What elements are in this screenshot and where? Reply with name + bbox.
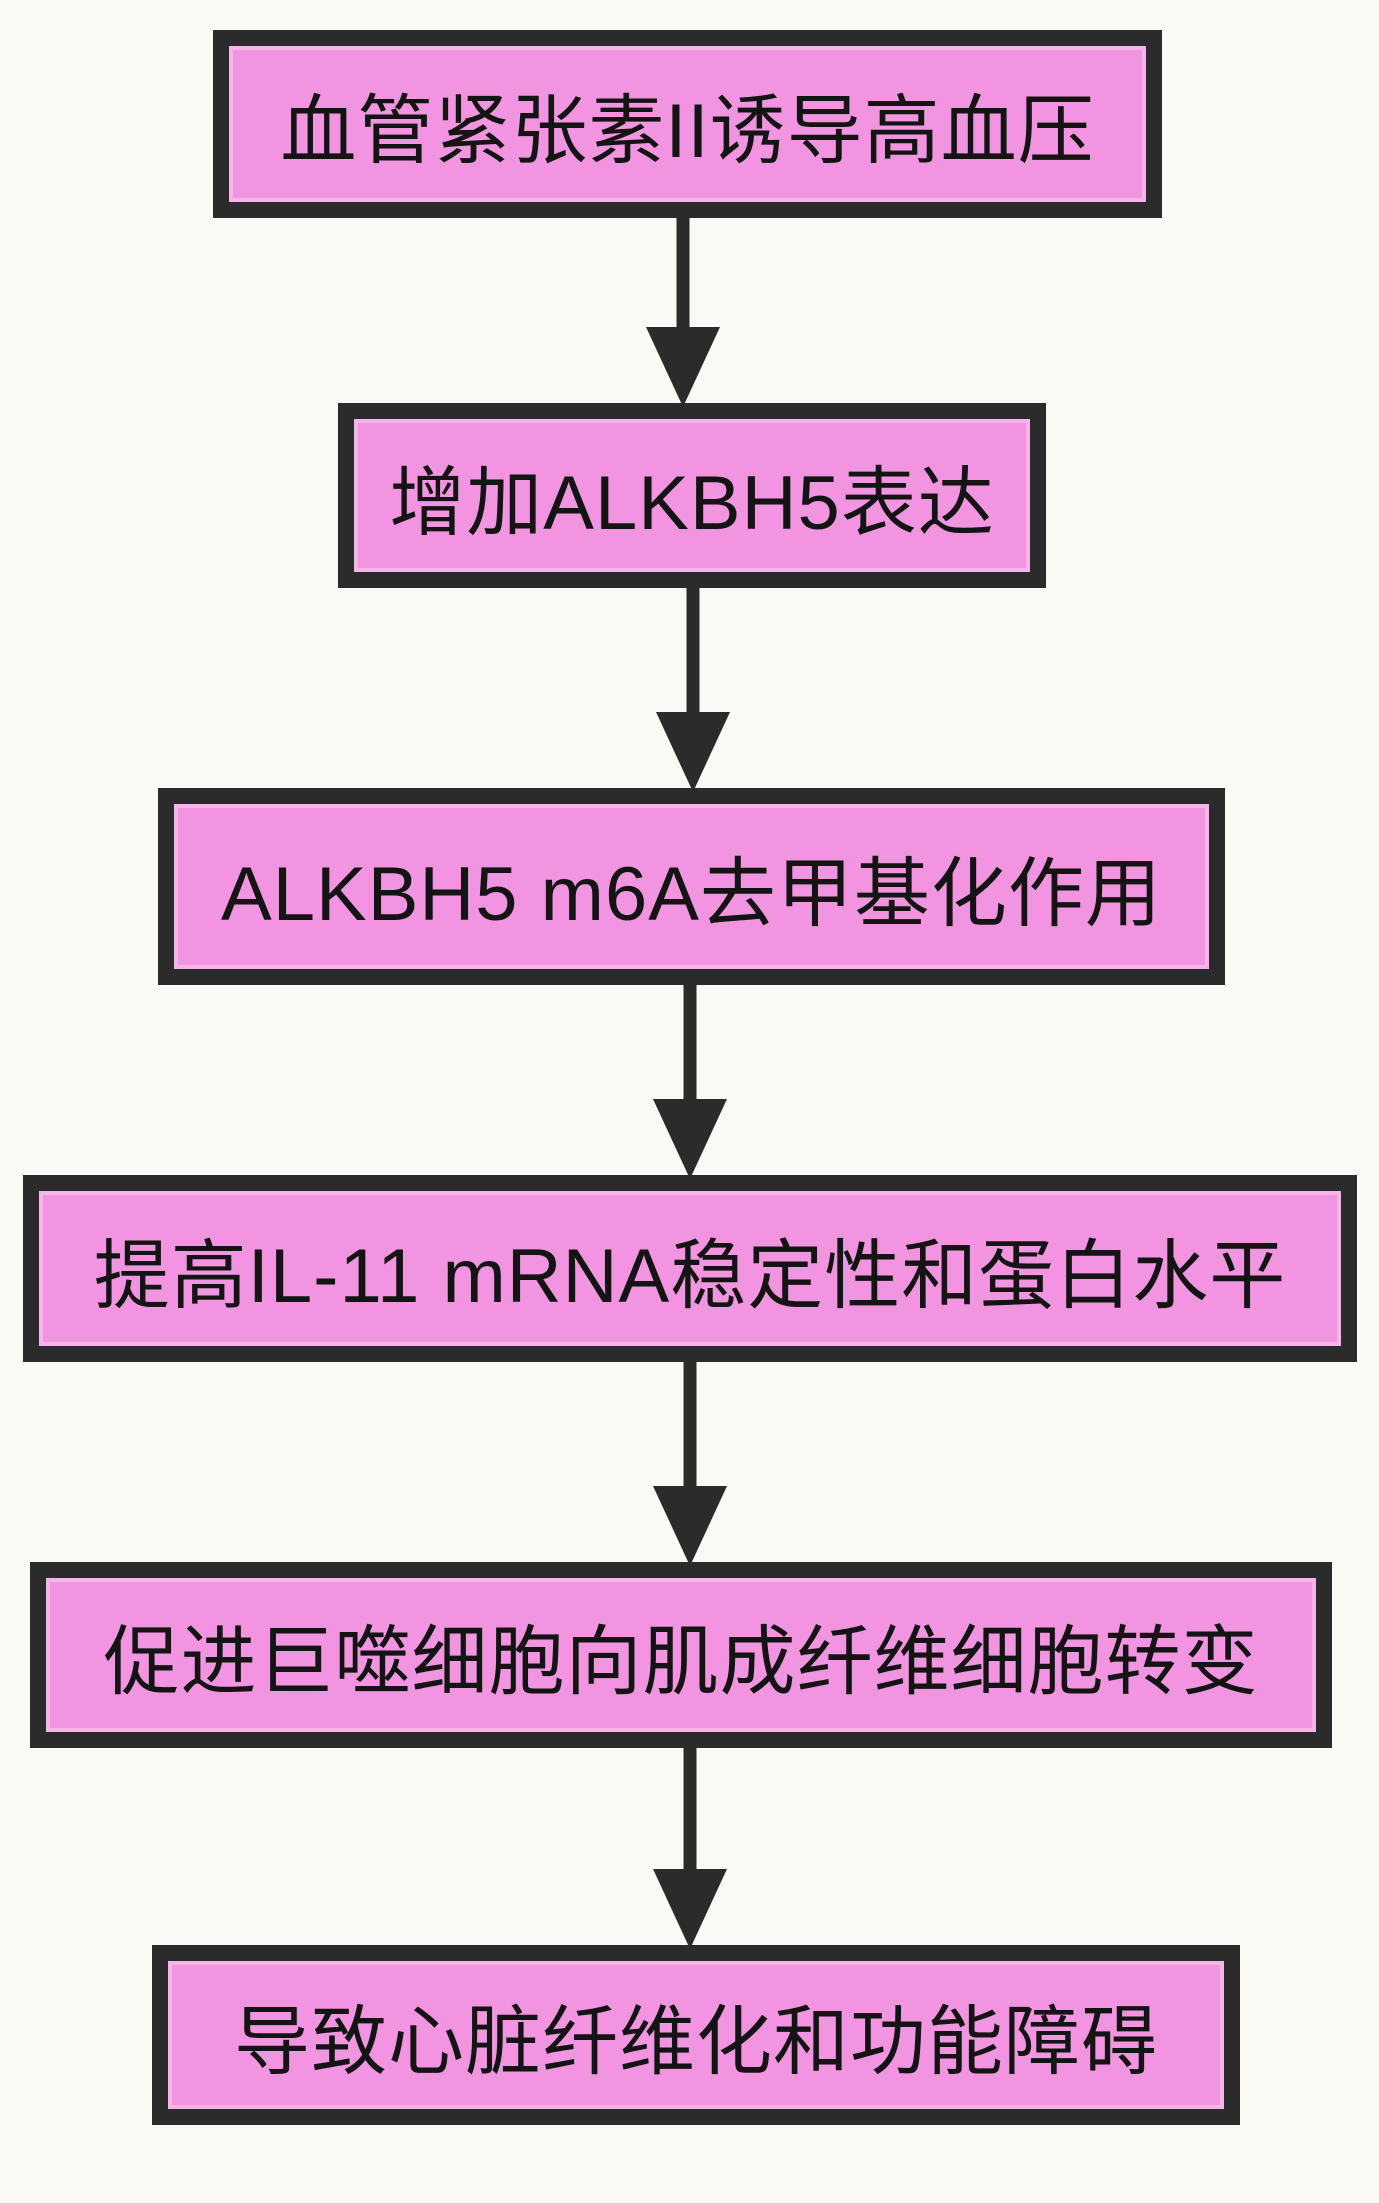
flow-step-label: 提高IL-11 mRNA稳定性和蛋白水平 — [93, 1233, 1287, 1319]
down-arrow-icon — [643, 582, 743, 792]
flow-step-label: 血管紧张素II诱导高血压 — [280, 89, 1095, 174]
arrow-head — [646, 327, 720, 407]
arrow-shaft — [686, 582, 700, 726]
arrow-shaft — [683, 1356, 697, 1500]
flow-step-il11-mrna-stability: 提高IL-11 mRNA稳定性和蛋白水平 — [23, 1175, 1357, 1362]
down-arrow-icon — [633, 212, 733, 407]
down-arrow-icon — [640, 979, 740, 1179]
arrow-shaft — [683, 979, 697, 1113]
arrow-head — [656, 712, 730, 792]
arrow-head — [653, 1099, 727, 1179]
flow-step-label: 促进巨噬细胞向肌成纤维细胞转变 — [103, 1620, 1259, 1705]
arrow-shaft — [683, 1742, 697, 1883]
flow-step-alkbh5-expression: 增加ALKBH5表达 — [338, 403, 1046, 588]
flow-step-angiotensin-hypertension: 血管紧张素II诱导高血压 — [213, 30, 1162, 218]
down-arrow-icon — [640, 1742, 740, 1949]
flow-step-label: 导致心脏纤维化和功能障碍 — [234, 2000, 1158, 2085]
arrow-head — [653, 1869, 727, 1949]
down-arrow-icon — [640, 1356, 740, 1566]
arrow-head — [653, 1486, 727, 1566]
flow-step-m6a-demethylation: ALKBH5 m6A去甲基化作用 — [158, 788, 1225, 985]
flow-step-cardiac-fibrosis: 导致心脏纤维化和功能障碍 — [152, 1945, 1240, 2125]
flow-step-macrophage-transition: 促进巨噬细胞向肌成纤维细胞转变 — [30, 1562, 1332, 1748]
flow-step-label: ALKBH5 m6A去甲基化作用 — [221, 851, 1162, 937]
arrow-shaft — [676, 212, 690, 341]
flow-step-label: 增加ALKBH5表达 — [389, 460, 995, 546]
